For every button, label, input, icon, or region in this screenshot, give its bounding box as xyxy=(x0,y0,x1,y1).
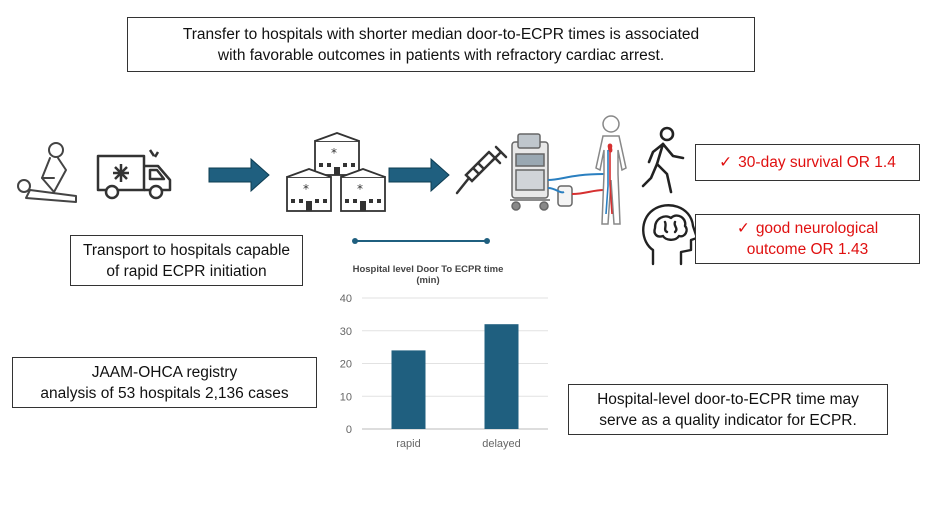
survival-outcome-text: 30-day survival OR 1.4 xyxy=(738,154,896,171)
y-tick-label: 40 xyxy=(340,293,352,305)
neuro-outcome-box: ✓ good neurological outcome OR 1.43 xyxy=(695,214,920,264)
registry-line-1: JAAM-OHCA registry xyxy=(91,363,238,381)
svg-text:*: * xyxy=(331,146,337,160)
x-tick-label: delayed xyxy=(482,438,521,450)
indicator-line-1: Hospital-level door-to-ECPR time may xyxy=(597,390,859,408)
indicator-line-2: serve as a quality indicator for ECPR. xyxy=(599,411,857,429)
ambulance-icon xyxy=(96,149,172,200)
headline-box: Transfer to hospitals with shorter media… xyxy=(127,17,755,72)
y-tick-label: 20 xyxy=(340,359,352,371)
walking-person-icon xyxy=(641,126,685,194)
indicator-box: Hospital-level door-to-ECPR time may ser… xyxy=(568,384,888,435)
human-body-icon xyxy=(595,115,627,225)
connector-line xyxy=(352,238,490,244)
headline-line-2: with favorable outcomes in patients with… xyxy=(217,46,665,64)
chart-title-line-1: Hospital level Door To ECPR time xyxy=(353,264,504,275)
headline-line-1: Transfer to hospitals with shorter media… xyxy=(182,25,700,43)
svg-text:*: * xyxy=(357,182,363,196)
transport-line-1: Transport to hospitals capable xyxy=(82,241,291,259)
bar-delayed xyxy=(484,324,519,429)
transport-box: Transport to hospitals capable of rapid … xyxy=(70,235,303,286)
registry-line-2: analysis of 53 hospitals 2,136 cases xyxy=(40,384,289,402)
y-tick-label: 10 xyxy=(340,391,352,403)
syringe-icon xyxy=(455,145,508,195)
check-icon: ✓ xyxy=(736,220,750,237)
y-tick-label: 0 xyxy=(346,424,352,436)
registry-box: JAAM-OHCA registry analysis of 53 hospit… xyxy=(12,357,317,408)
bar-rapid xyxy=(391,350,426,429)
x-tick-label: rapid xyxy=(396,438,420,450)
svg-text:*: * xyxy=(303,182,309,196)
neuro-outcome-line-2: outcome OR 1.43 xyxy=(746,241,869,258)
door-to-ecpr-bar-chart: Hospital level Door To ECPR time (min) 0… xyxy=(340,264,548,450)
neuro-outcome-line-1: good neurological xyxy=(755,220,879,237)
hospital-buildings-icon: * * * xyxy=(286,132,386,212)
arrow-right-1 xyxy=(208,157,270,193)
brain-head-icon xyxy=(642,204,699,266)
y-tick-label: 30 xyxy=(340,326,352,338)
cpr-person-icon xyxy=(17,142,77,203)
arrow-right-2 xyxy=(388,157,450,193)
check-icon: ✓ xyxy=(719,154,733,171)
transport-line-2: of rapid ECPR initiation xyxy=(106,262,267,280)
survival-outcome-box: ✓ 30-day survival OR 1.4 xyxy=(695,144,920,181)
ecmo-machine-icon xyxy=(510,133,605,211)
chart-title-line-2: (min) xyxy=(416,275,439,286)
